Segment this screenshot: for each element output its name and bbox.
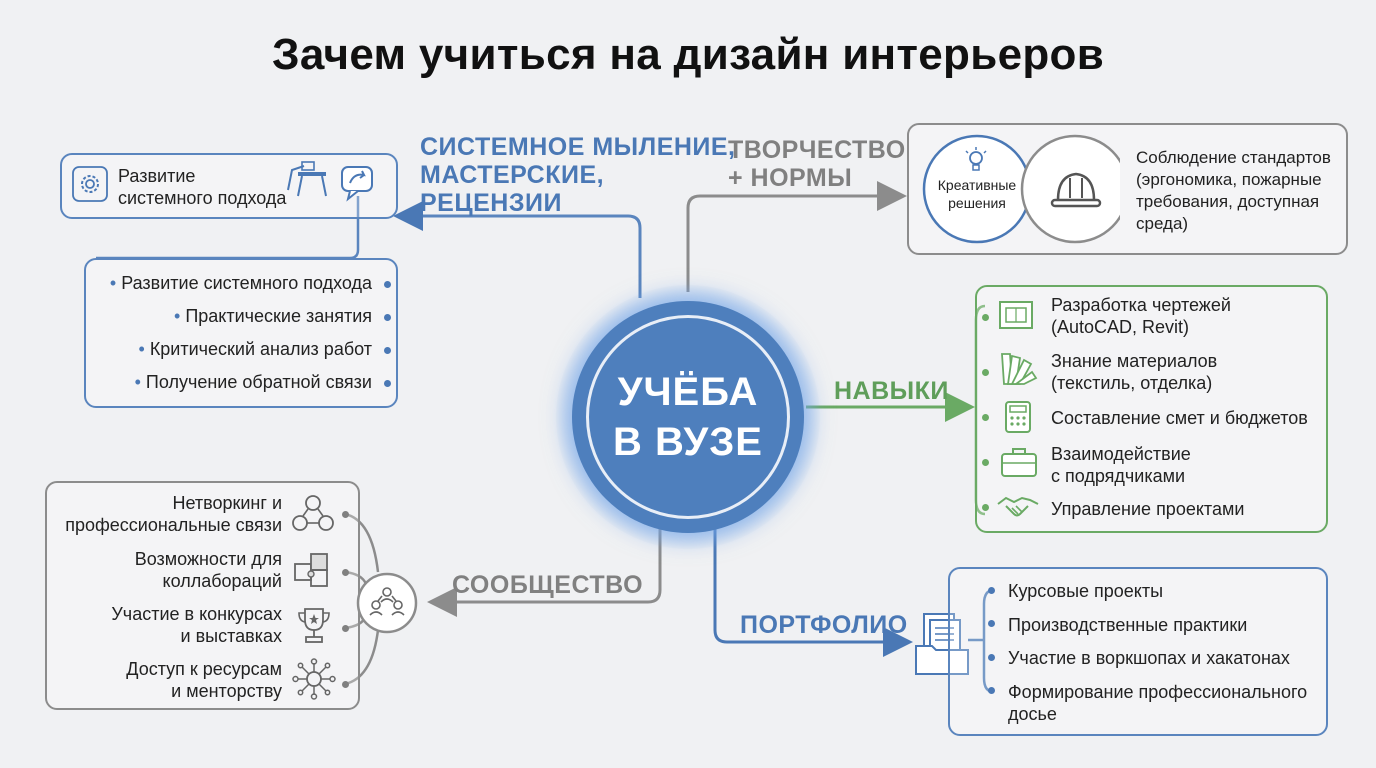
- connector-portfolio: [713, 524, 913, 657]
- skills-label: НАВЫКИ: [834, 377, 949, 405]
- creative-solutions-text: Креативные решения: [937, 177, 1017, 211]
- list-item: Нетворкинг и профессиональные связи: [65, 493, 282, 535]
- standards-text: Соблюдение стандартов (эргономика, пожар…: [1136, 148, 1331, 233]
- blueprint-icon: [999, 301, 1033, 329]
- skill-item: Разработка чертежей (AutoCAD, Revit): [1051, 295, 1231, 337]
- community-group-icon: [356, 572, 418, 634]
- trophy-icon: [298, 608, 330, 643]
- list-item: Участие в воркшопах и хакатонах: [1008, 648, 1290, 668]
- portfolio-label: ПОРТФОЛИО: [740, 611, 908, 639]
- skill-item: Управление проектами: [1051, 499, 1245, 519]
- puzzle-icon: [294, 553, 328, 587]
- list-item: Доступ к ресурсам и менторству: [126, 659, 282, 701]
- connector-community: [427, 522, 662, 617]
- mentor-hub-icon: [292, 658, 336, 700]
- list-item: Производственные практики: [1008, 615, 1248, 635]
- list-item: Участие в конкурсах и выставках: [111, 604, 282, 646]
- systems-card-text: Развитие системного подхода: [118, 166, 287, 208]
- swatches-icon: [1001, 353, 1038, 385]
- list-item: Курсовые проекты: [1008, 581, 1164, 601]
- briefcase-icon: [1001, 448, 1037, 477]
- drafting-table-icon: [287, 161, 327, 197]
- list-item: • Развитие системного подхода: [109, 273, 372, 293]
- community-label: СООБЩЕСТВО: [452, 571, 644, 599]
- list-item: • Практические занятия: [174, 306, 372, 326]
- creativity-label: ТВОРЧЕСТВО + НОРМЫ: [728, 136, 906, 192]
- list-item: Возможности для коллабораций: [134, 549, 282, 591]
- handshake-icon: [997, 496, 1039, 517]
- community-items: Нетворкинг и профессиональные связи Возм…: [50, 492, 282, 713]
- venn-circles: [922, 134, 1120, 244]
- gear-icon: [72, 166, 108, 202]
- skill-item: Составление смет и бюджетов: [1051, 408, 1308, 428]
- list-item: Формирование профессионального досье: [1008, 682, 1308, 724]
- systems-list: [84, 258, 398, 408]
- systems-label: СИСТЕМНОЕ МЫЛЕНИЕ, МАСТЕРСКИЕ, РЕЦЕНЗИИ: [420, 133, 736, 217]
- documents-folder-icon: [915, 613, 969, 675]
- list-item: • Получение обратной связи: [134, 372, 372, 392]
- skill-item: Взаимодействие с подрядчиками: [1051, 444, 1191, 486]
- connector-creativity: [686, 181, 907, 292]
- calculator-icon: [1005, 401, 1031, 433]
- page-title: Зачем учиться на дизайн интерьеров: [271, 30, 1105, 79]
- lightbulb-icon: [965, 147, 987, 171]
- connector-systems: [393, 201, 642, 298]
- portfolio-box: [948, 567, 1328, 736]
- chat-bubbles-icon: [341, 166, 373, 202]
- network-people-icon: [292, 495, 334, 531]
- portfolio-items: Курсовые проекты Производственные практи…: [1008, 580, 1307, 725]
- hard-hat-icon: [1050, 172, 1102, 208]
- skills-box: [975, 285, 1328, 533]
- skill-item: Знание материалов (текстиль, отделка): [1051, 351, 1218, 393]
- list-item: • Критический анализ работ: [138, 339, 373, 359]
- center-ring: УЧЁБА В ВУЗЕ: [586, 315, 790, 519]
- systems-list-items: • Развитие системного подхода • Практиче…: [90, 272, 372, 404]
